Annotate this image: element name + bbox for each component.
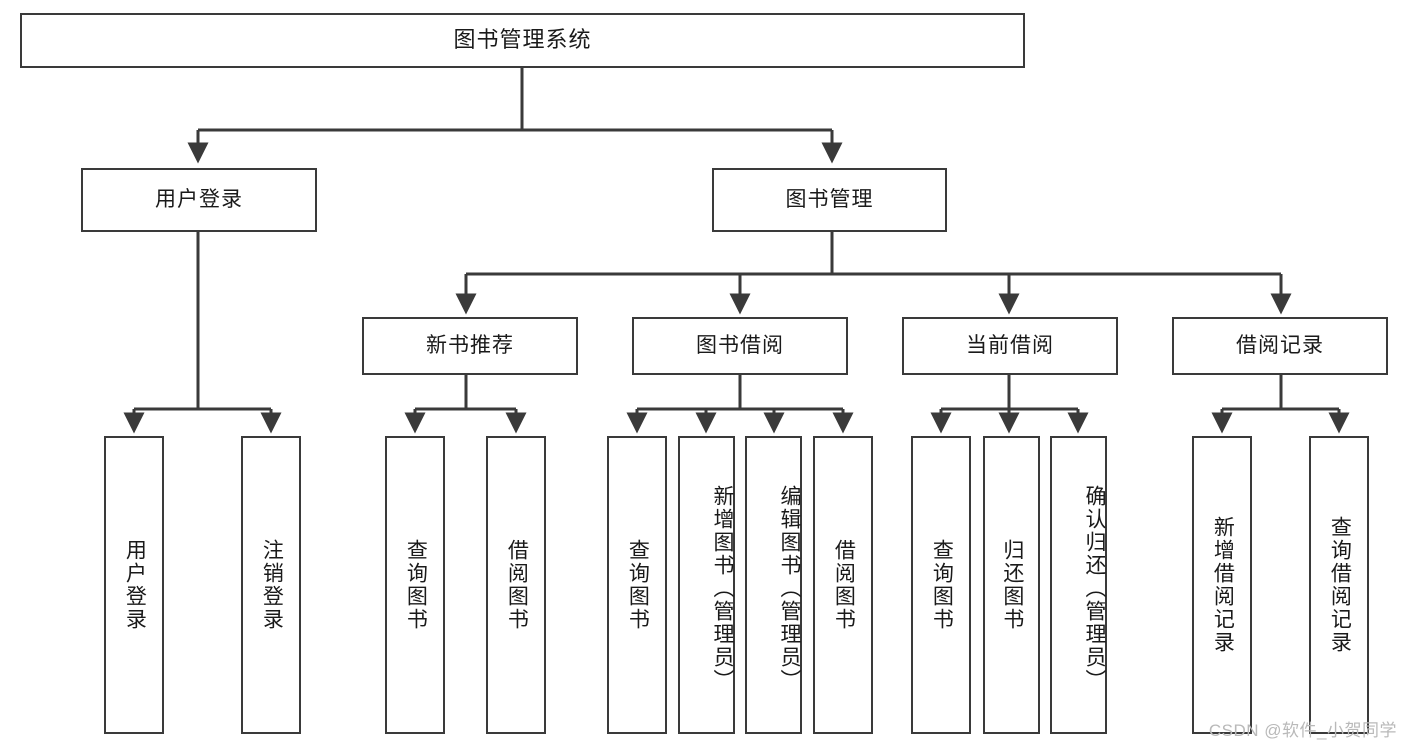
node-label: 编辑图书（管理员） [778,484,801,692]
node-new-book-recommend[interactable]: 新书推荐 [362,317,578,375]
leaf-return-book[interactable]: 归还图书 [983,436,1040,734]
node-label: 查询图书 [404,539,428,631]
leaf-query-book-borrow[interactable]: 查询图书 [607,436,667,734]
leaf-borrow-book[interactable]: 借阅图书 [813,436,873,734]
node-book-borrow[interactable]: 图书借阅 [632,317,848,375]
node-label: 借阅图书 [505,539,529,631]
node-label: 图书管理系统 [453,27,592,53]
node-label: 查询图书 [626,539,650,631]
leaf-user-login[interactable]: 用户登录 [104,436,164,734]
node-label: 归还图书 [1000,539,1024,631]
leaf-query-book-new-recommend[interactable]: 查询图书 [385,436,445,734]
node-label: 当前借阅 [966,334,1054,358]
node-label: 图书管理 [785,188,874,212]
node-label: 用户登录 [155,188,243,212]
leaf-query-book-current[interactable]: 查询图书 [911,436,971,734]
node-label: 用户登录 [123,539,147,631]
node-root-book-management-system[interactable]: 图书管理系统 [20,13,1025,68]
node-label: 新增借阅记录 [1211,516,1235,654]
node-label: 借阅记录 [1236,334,1324,358]
leaf-query-borrow-record[interactable]: 查询借阅记录 [1309,436,1369,734]
node-current-borrow[interactable]: 当前借阅 [902,317,1118,375]
node-label: 图书借阅 [696,334,784,358]
node-label: 新书推荐 [426,334,514,358]
node-label: 确认归还（管理员） [1083,484,1106,692]
node-label: 查询图书 [930,539,954,631]
node-book-management[interactable]: 图书管理 [712,168,947,232]
node-label: 借阅图书 [832,539,856,631]
leaf-edit-book-admin[interactable]: 编辑图书（管理员） [745,436,802,734]
leaf-logout[interactable]: 注销登录 [241,436,301,734]
node-label: 新增图书（管理员） [711,484,734,692]
watermark: CSDN @软件_小贺同学 [1208,721,1397,740]
node-label: 注销登录 [260,539,284,631]
node-label: 查询借阅记录 [1328,516,1352,654]
leaf-borrow-book-new-recommend[interactable]: 借阅图书 [486,436,546,734]
node-borrow-record[interactable]: 借阅记录 [1172,317,1388,375]
leaf-add-borrow-record[interactable]: 新增借阅记录 [1192,436,1252,734]
leaf-confirm-return-admin[interactable]: 确认归还（管理员） [1050,436,1107,734]
leaf-add-book-admin[interactable]: 新增图书（管理员） [678,436,735,734]
node-user-login[interactable]: 用户登录 [81,168,317,232]
